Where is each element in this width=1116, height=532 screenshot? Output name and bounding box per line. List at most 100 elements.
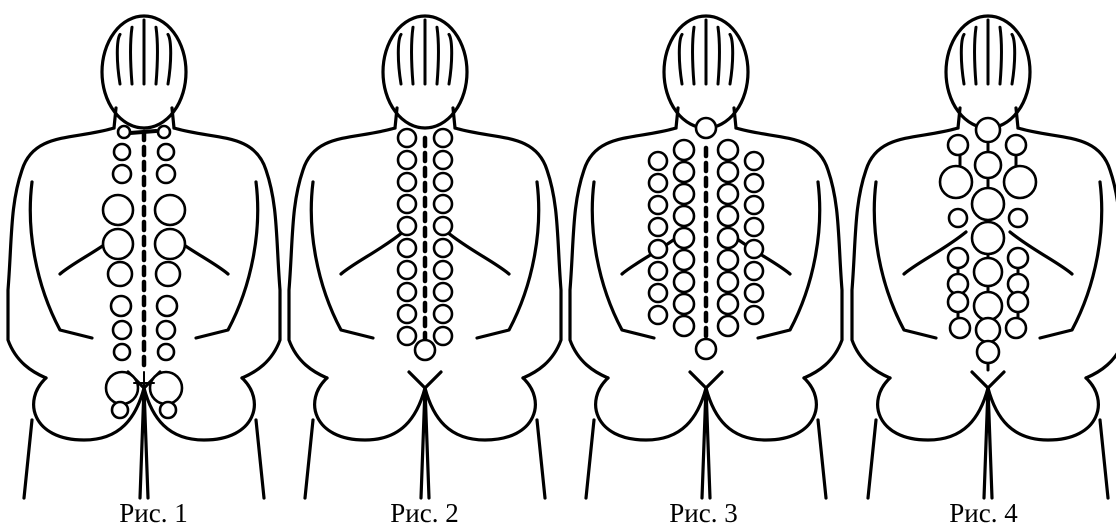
circle-mark-icon [158,126,170,138]
legs-outline [305,388,545,498]
human-back-figure-1 [8,16,280,498]
circle-mark-icon [948,248,968,268]
circle-mark-icon [434,239,452,257]
circle-mark-icon [940,166,972,198]
circle-mark-icon [155,229,185,259]
circle-mark-icon [160,402,176,418]
circle-mark-icon [112,402,128,418]
circle-mark-icon [972,222,1004,254]
circle-mark-icon [745,218,763,236]
circle-mark-icon [158,144,174,160]
circle-mark-icon [1009,209,1027,227]
circle-mark-icon [950,318,970,338]
circle-mark-icon [649,306,667,324]
circle-mark-icon [398,195,416,213]
circle-mark-icon [113,165,131,183]
circle-mark-icon [649,152,667,170]
circle-mark-icon [674,250,694,270]
circle-mark-icon [976,318,1000,342]
circle-mark-icon [398,327,416,345]
circle-mark-icon [398,305,416,323]
neck-right [453,108,455,128]
human-back-figure-4 [852,16,1116,498]
circle-mark-icon [111,296,131,316]
shoulder-blade-left [341,232,403,274]
neck-left [676,108,678,128]
human-back-figure-2 [289,16,561,498]
circle-mark-icon [114,344,130,360]
circle-mark-icon [649,196,667,214]
circle-mark-icon [674,272,694,292]
circle-mark-icon [977,341,999,363]
circle-mark-icon [972,188,1004,220]
circle-mark-icon [1008,248,1028,268]
circle-mark-icon [948,292,968,312]
circle-mark-icon [1004,166,1036,198]
circle-mark-icon [156,262,180,286]
neck-bar [130,131,156,133]
circle-mark-icon [118,126,130,138]
circle-mark-icon [674,316,694,336]
circle-mark-icon [718,250,738,270]
circle-mark-icon [649,284,667,302]
circle-mark-icon [1006,318,1026,338]
circle-mark-icon [949,209,967,227]
circle-mark-icon [434,173,452,191]
circle-mark-icon [974,258,1002,286]
circle-mark-icon [674,162,694,182]
circle-mark-icon [434,217,452,235]
circle-mark-icon [718,272,738,292]
caption-figure-4: Рис. 4 [844,497,1116,529]
neck-left [114,108,116,128]
circle-mark-icon [150,372,182,404]
circle-mark-icon [114,144,130,160]
legs-outline [868,388,1108,498]
circle-mark-icon [113,321,131,339]
circle-mark-icon [1008,292,1028,312]
circle-mark-icon [718,206,738,226]
caption-figure-3: Рис. 3 [564,497,843,529]
circle-mark-icon [157,165,175,183]
circle-mark-icon [649,240,667,258]
circle-mark-icon [434,305,452,323]
circle-mark-icon [649,218,667,236]
circle-mark-icon [157,296,177,316]
circle-mark-icon [103,229,133,259]
circle-mark-icon [745,262,763,280]
circle-mark-icon [434,151,452,169]
circle-mark-icon [976,118,1000,142]
circle-mark-icon [718,184,738,204]
circle-mark-icon [948,135,968,155]
circle-mark-icon [745,240,763,258]
circle-mark-icon [718,294,738,314]
circle-mark-icon [398,217,416,235]
circle-mark-icon [434,129,452,147]
gluteal-cleft [409,372,441,388]
neck-right [1016,108,1018,128]
circle-mark-icon [745,174,763,192]
gluteal-cleft [972,372,1004,388]
circle-mark-icon [674,140,694,160]
circle-mark-icon [674,294,694,314]
neck-left [395,108,397,128]
circle-mark-icon [398,283,416,301]
circle-mark-icon [745,152,763,170]
circle-mark-icon [674,206,694,226]
circle-mark-icon [745,284,763,302]
circle-mark-icon [398,261,416,279]
neck-right [172,108,174,128]
neck-right [734,108,736,128]
circle-mark-icon [674,228,694,248]
circle-mark-icon [155,195,185,225]
legs-outline [24,388,264,498]
circle-mark-icon [974,292,1002,320]
caption-figure-2: Рис. 2 [285,497,564,529]
circle-mark-icon [745,196,763,214]
circle-mark-icon [718,162,738,182]
circle-mark-icon [398,239,416,257]
circle-mark-icon [1006,135,1026,155]
circle-mark-icon [434,261,452,279]
circle-mark-icon [415,340,435,360]
legs-outline [586,388,826,498]
